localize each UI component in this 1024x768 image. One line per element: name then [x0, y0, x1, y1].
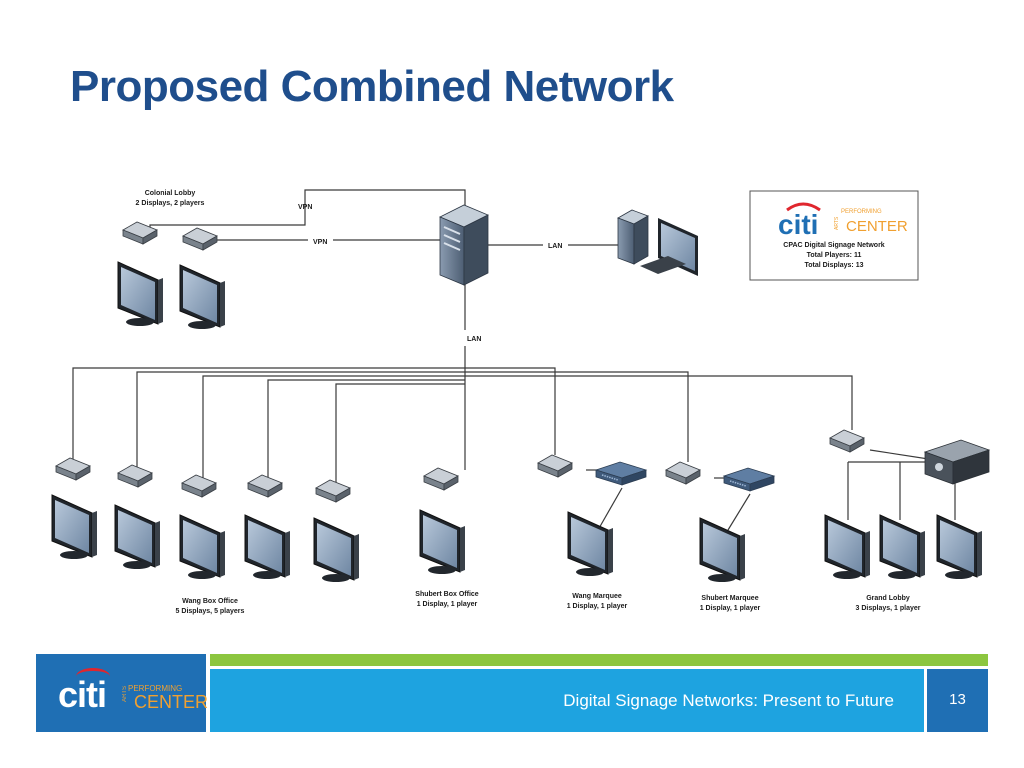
shubert-box-office-detail: 1 Display, 1 player [417, 601, 478, 608]
footer-logo: citi PERFORMING ARTS CENTER [36, 654, 209, 732]
connection-lines [72, 189, 956, 531]
lan-label-right: LAN [548, 243, 562, 250]
legend-arts: ARTS [834, 216, 840, 230]
shubert-marquee-name: Shubert Marquee [701, 595, 758, 602]
video-splitter-icon [923, 439, 991, 485]
wang-marquee-detail: 1 Display, 1 player [567, 603, 628, 610]
colonial-lobby-group: Colonial Lobby 2 Displays, 2 players [117, 190, 226, 330]
shubert-marquee-group: Shubert Marquee 1 Display, 1 player [665, 461, 775, 612]
colonial-lobby-detail: 2 Displays, 2 players [136, 200, 205, 207]
legend-line2: Total Players: 11 [807, 252, 862, 259]
grand-lobby-name: Grand Lobby [866, 595, 910, 602]
vpn-label-mid: VPN [313, 239, 327, 246]
wang-marquee-group: Wang Marquee 1 Display, 1 player [537, 454, 647, 610]
workstation-icon [617, 209, 698, 276]
shubert-box-office-group: Shubert Box Office 1 Display, 1 player [415, 467, 479, 608]
legend-box: citi PERFORMING CENTER ARTS CPAC Digital… [749, 190, 919, 281]
legend-brand: citi [778, 209, 818, 240]
legend-line1: CPAC Digital Signage Network [783, 242, 884, 249]
footer-arts: ARTS [122, 686, 128, 702]
citi-arc-icon [786, 202, 821, 212]
server-icon [439, 204, 489, 286]
citi-arc-icon [76, 668, 110, 685]
footer-brand: citi [58, 674, 107, 715]
grand-lobby-group: Grand Lobby 3 Displays, 1 player [824, 429, 991, 612]
wang-box-office-name: Wang Box Office [182, 598, 238, 605]
shubert-box-office-name: Shubert Box Office [415, 591, 479, 598]
vpn-label-top: VPN [298, 204, 312, 211]
wang-marquee-name: Wang Marquee [572, 593, 622, 600]
slide-number-box: 13 [927, 669, 988, 732]
footer-performing: PERFORMING [128, 684, 183, 693]
wang-box-office-group: Wang Box Office 5 Displays, 5 players [51, 457, 360, 615]
lan-label-down: LAN [467, 336, 481, 343]
shubert-marquee-detail: 1 Display, 1 player [700, 605, 761, 612]
wang-box-office-detail: 5 Displays, 5 players [176, 608, 245, 615]
footer-bar: Digital Signage Networks: Present to Fut… [210, 669, 924, 732]
colonial-lobby-name: Colonial Lobby [145, 190, 196, 197]
footer-text: Digital Signage Networks: Present to Fut… [563, 691, 894, 710]
footer-green-bar [210, 654, 988, 666]
legend-center: CENTER [846, 218, 908, 235]
slide-number: 13 [949, 691, 966, 708]
footer-center: CENTER [134, 692, 209, 712]
grand-lobby-detail: 3 Displays, 1 player [856, 605, 921, 612]
legend-performing: PERFORMING [841, 209, 882, 215]
legend-line3: Total Displays: 13 [804, 262, 863, 269]
page-title: Proposed Combined Network [70, 62, 674, 111]
